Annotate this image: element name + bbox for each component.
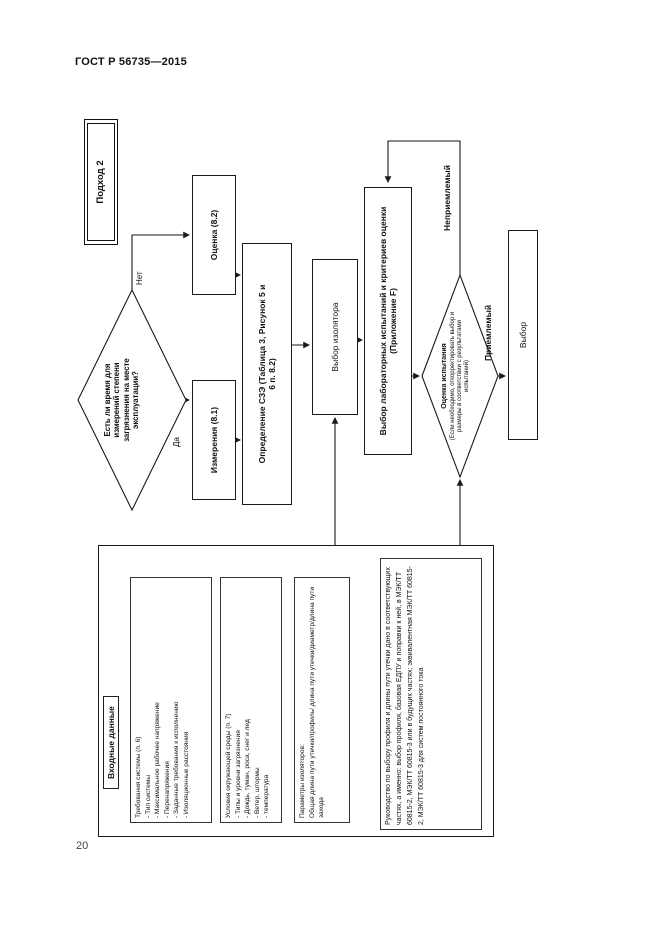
decision-test-evaluation-title: Оценка испытания xyxy=(441,343,448,409)
box-insulator-selection: Выбор изолятора xyxy=(312,259,358,415)
list-item: - температура xyxy=(263,774,271,818)
connector-unacceptable-loop xyxy=(384,140,461,275)
guidance-note-text: Руководство по выбору профиля и длины пу… xyxy=(385,566,425,825)
system-requirements-header: Требования системы (п. 6) xyxy=(135,736,142,818)
guidance-note-box: Руководство по выбору профиля и длины пу… xyxy=(380,558,482,830)
document-header: ГОСТ Р 56735—2015 xyxy=(75,56,187,68)
insulator-parameters-box: Параметры изоляторов: Общая длина пути у… xyxy=(294,577,350,823)
insulator-parameters-text: Общая длина пути утечки/профиль/ длина п… xyxy=(308,586,326,818)
page-number: 20 xyxy=(76,840,89,852)
flowchart-figure: Подход 2 Есть ли время для измерений сте… xyxy=(70,105,560,845)
system-requirements-box: Требования системы (п. 6) - Тип системы … xyxy=(130,577,212,823)
approach-label: Подход 2 xyxy=(87,123,115,241)
list-item: - Изоляционные расстояния xyxy=(182,731,190,818)
approach-label-box: Подход 2 xyxy=(84,119,118,245)
decision-time-for-measurements: Есть ли время для измерений степени загр… xyxy=(103,358,141,442)
list-item: - Ветер, штормы xyxy=(253,767,261,818)
box-assessment-label: Оценка (8.2) xyxy=(208,209,219,261)
branch-label-unacceptable: Неприемлемый xyxy=(442,165,452,231)
connector-no xyxy=(131,231,190,290)
branch-label-yes: Да xyxy=(172,437,181,447)
branch-label-acceptable: Приемлемый xyxy=(483,304,493,361)
list-item: - Заданные требования к исполнению xyxy=(173,701,181,818)
box-measurements: Измерения (8.1) xyxy=(192,380,236,500)
insulator-parameters-header: Параметры изоляторов: xyxy=(299,744,306,818)
environment-conditions-box: Условия окружающей среды (п. 7) - Типы и… xyxy=(220,577,282,823)
list-item: - Дождь, туман, роса, снег и лед xyxy=(244,719,252,818)
box-final-selection: Выбор xyxy=(508,230,538,440)
list-item: - Типы и уровни загрязнения xyxy=(234,730,242,818)
flowchart-connectors xyxy=(77,140,506,545)
list-item: - Тип системы xyxy=(144,774,152,818)
decision1-diamond-shape xyxy=(77,288,187,512)
box-lab-tests-label: Выбор лабораторных испытаний и критериев… xyxy=(377,206,398,436)
decision-test-evaluation-note: (Если необходимо, откорректировать выбор… xyxy=(450,311,471,441)
list-item: - Максимальное рабочее напряжение xyxy=(154,702,162,818)
branch-label-no: Нет xyxy=(135,271,144,285)
list-item: - Перенапряжения xyxy=(163,761,171,818)
environment-conditions-header: Условия окружающей среды (п. 7) xyxy=(225,713,232,819)
box-insulator-selection-label: Выбор изолятора xyxy=(329,302,340,372)
box-lab-tests: Выбор лабораторных испытаний и критериев… xyxy=(364,187,412,455)
box-sps-determination-label: Определение СЗЭ (Таблица 3, Рисунок 5 и … xyxy=(256,284,277,464)
box-sps-determination: Определение СЗЭ (Таблица 3, Рисунок 5 и … xyxy=(242,243,292,505)
decision2-diamond-shape xyxy=(421,273,499,479)
input-data-title: Входные данные xyxy=(103,696,119,789)
box-final-selection-label: Выбор xyxy=(517,321,528,349)
box-measurements-label: Измерения (8.1) xyxy=(208,406,219,474)
box-assessment: Оценка (8.2) xyxy=(192,175,236,295)
decision-test-evaluation: Оценка испытания (Если необходимо, откор… xyxy=(441,311,471,441)
